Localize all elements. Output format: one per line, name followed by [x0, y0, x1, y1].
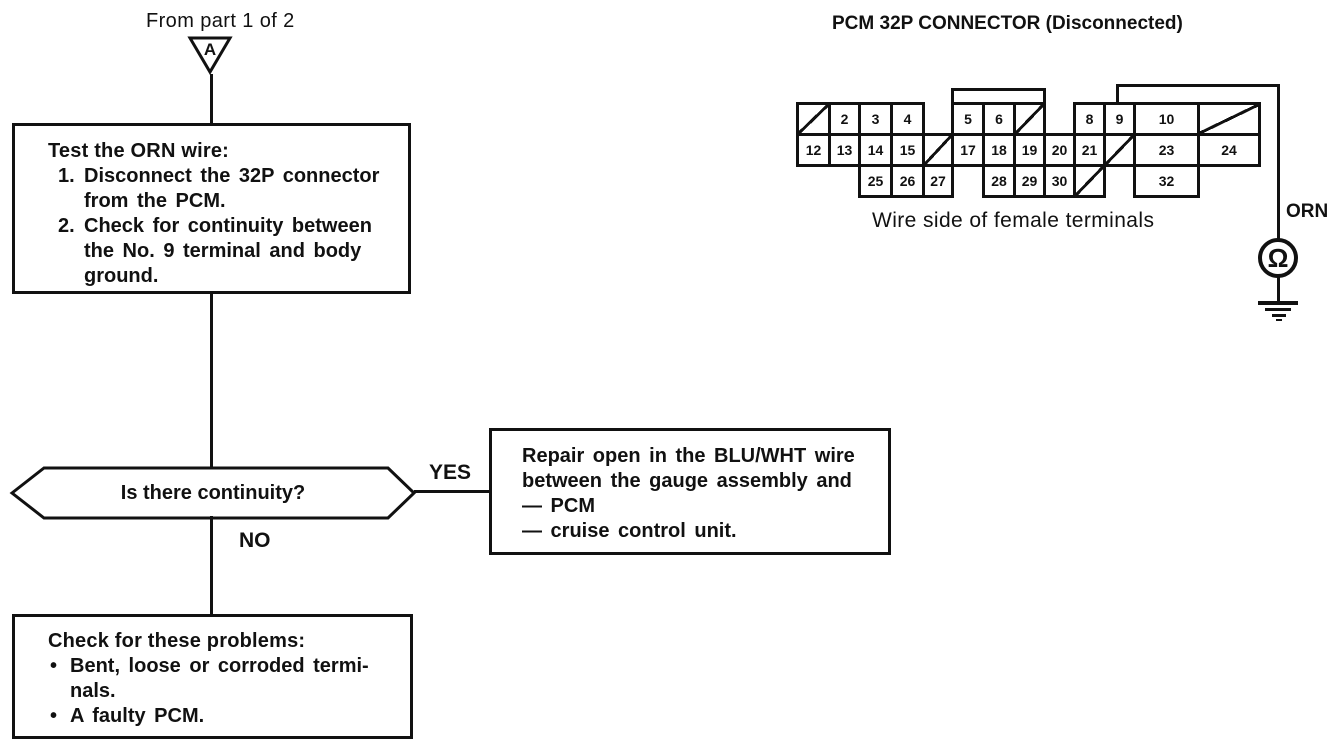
step-line: ground. — [84, 265, 159, 287]
connector-pin-23: 23 — [1133, 133, 1200, 167]
ohm-symbol: Ω — [1267, 243, 1289, 273]
connector-pin-21: 21 — [1073, 133, 1106, 167]
wire-segment-pin9-up — [1116, 84, 1119, 105]
test-step-row: the No. 9 terminal and body — [58, 239, 398, 264]
step-number-spacer — [58, 189, 84, 214]
orn-wire-label: ORN — [1286, 201, 1329, 222]
connector-pin-5: 5 — [951, 102, 985, 136]
connector-pin-20: 20 — [1043, 133, 1076, 167]
connector-pin-25: 25 — [858, 164, 893, 198]
repair-box-line: — cruise control unit. — [522, 520, 737, 542]
connector-pin-13: 13 — [828, 133, 861, 167]
yes-label: YES — [429, 461, 472, 484]
step-line: from the PCM. — [84, 190, 226, 212]
connector-pin-19: 19 — [1013, 133, 1046, 167]
connector-pin-6: 6 — [982, 102, 1016, 136]
connector-blank-cell — [1073, 164, 1106, 198]
connector-blank-cell — [796, 102, 831, 136]
bullet-marker: • — [50, 655, 58, 677]
step-line: Disconnect the 32P connector — [84, 165, 380, 187]
connector-pin-3: 3 — [858, 102, 893, 136]
connector-blank-cell — [1013, 102, 1046, 136]
ground-line-1 — [1258, 301, 1298, 305]
connector-pin-29: 29 — [1013, 164, 1046, 198]
connector-blank-cell — [922, 133, 954, 167]
connector-pin-27: 27 — [922, 164, 954, 198]
step-line: Check for continuity between — [84, 215, 372, 237]
edge-test-to-decision — [210, 294, 213, 470]
connector-pin-8: 8 — [1073, 102, 1106, 136]
from-part-label: From part 1 of 2 — [146, 10, 295, 32]
connector-pin-10: 10 — [1133, 102, 1200, 136]
test-box-title: Test the ORN wire: — [48, 140, 230, 162]
repair-open-box: Repair open in the BLU/WHT wire between … — [489, 428, 891, 555]
wire-segment-top — [1116, 84, 1280, 87]
connector-pin-4: 4 — [890, 102, 925, 136]
check-bullet-row: nals. — [50, 679, 402, 704]
step-number-spacer — [58, 264, 84, 289]
connector-pin-2: 2 — [828, 102, 861, 136]
no-label: NO — [239, 529, 271, 552]
entry-triangle-icon — [187, 36, 233, 75]
test-step-row: 2. Check for continuity between — [58, 214, 398, 239]
repair-box-line: Repair open in the BLU/WHT wire — [522, 445, 855, 467]
edge-decision-to-check-box — [210, 516, 213, 615]
entry-connector-label: A — [203, 40, 217, 59]
step-number-spacer — [58, 239, 84, 264]
bullet-marker: • — [50, 705, 58, 727]
test-step-row: 1. Disconnect the 32P connector — [58, 164, 398, 189]
connector-pin-17: 17 — [951, 133, 985, 167]
continuity-decision-hexagon — [9, 466, 417, 520]
connector-pin-14: 14 — [858, 133, 893, 167]
connector-pin-15: 15 — [890, 133, 925, 167]
check-bullet-row: • Bent, loose or corroded termi- — [50, 654, 402, 679]
ground-line-4 — [1276, 319, 1282, 321]
wire-segment-right-down — [1277, 84, 1280, 239]
pcm-connector-title: PCM 32P CONNECTOR (Disconnected) — [832, 13, 1183, 34]
connector-pin-18: 18 — [982, 133, 1016, 167]
connector-pin-32: 32 — [1133, 164, 1200, 198]
decision-question: Is there continuity? — [120, 481, 306, 504]
check-problems-box: Check for these problems: • Bent, loose … — [12, 614, 413, 739]
wire-side-caption: Wire side of female terminals — [872, 209, 1155, 232]
test-step-row: from the PCM. — [58, 189, 398, 214]
connector-pin-9: 9 — [1103, 102, 1136, 136]
connector-pin-24: 24 — [1197, 133, 1261, 167]
edge-entry-to-test-box — [210, 74, 213, 124]
repair-box-line: between the gauge assembly and — [522, 470, 852, 492]
edge-decision-to-repair-box — [414, 490, 490, 493]
connector-pin-26: 26 — [890, 164, 925, 198]
bullet-line: nals. — [70, 680, 116, 702]
repair-box-line: — PCM — [522, 495, 595, 517]
continuity-tester-icon: Ω — [1258, 238, 1298, 278]
ground-line-2 — [1265, 308, 1291, 311]
connector-pin-30: 30 — [1043, 164, 1076, 198]
test-orn-wire-box: Test the ORN wire: 1. Disconnect the 32P… — [12, 123, 411, 294]
ground-line-3 — [1272, 314, 1286, 317]
connector-blank-cell — [1103, 133, 1136, 167]
bullet-marker-spacer — [50, 679, 70, 704]
connector-pin-12: 12 — [796, 133, 831, 167]
test-step-row: ground. — [58, 264, 398, 289]
step-line: the No. 9 terminal and body — [84, 240, 362, 262]
connector-blank-cell — [1197, 102, 1261, 136]
wire-segment-to-ground — [1277, 277, 1280, 302]
step-number: 2. — [58, 215, 75, 237]
bullet-line: Bent, loose or corroded termi- — [70, 655, 369, 677]
connector-pin-28: 28 — [982, 164, 1016, 198]
check-box-title: Check for these problems: — [48, 630, 306, 652]
step-number: 1. — [58, 165, 75, 187]
check-bullet-row: • A faulty PCM. — [50, 704, 402, 729]
bullet-line: A faulty PCM. — [70, 705, 205, 727]
